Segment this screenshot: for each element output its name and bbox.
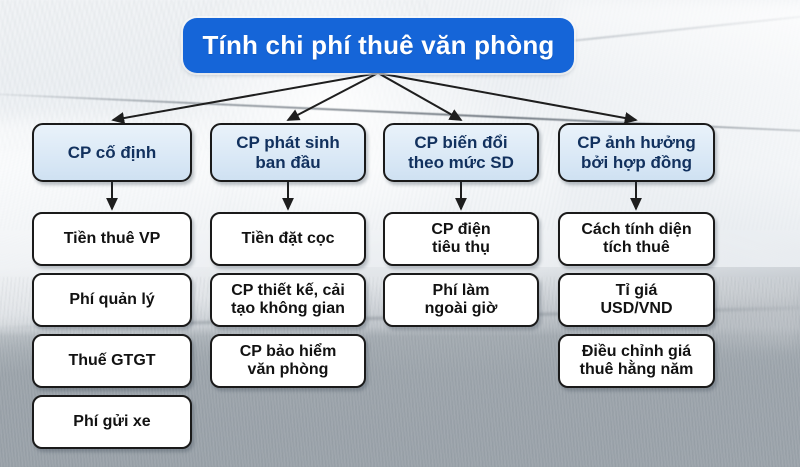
leaf-node-1-4[interactable]: Phí gửi xe [32, 395, 192, 449]
leaf-node-4-3[interactable]: Điều chỉnh giá thuê hằng năm [558, 334, 715, 388]
leaf-node-4-1[interactable]: Cách tính diện tích thuê [558, 212, 715, 266]
leaf-node-2-3[interactable]: CP bảo hiểm văn phòng [210, 334, 366, 388]
branch-node-1[interactable]: CP cố định [32, 123, 192, 182]
leaf-node-2-1[interactable]: Tiền đặt cọc [210, 212, 366, 266]
branch-node-3[interactable]: CP biến đổi theo mức SD [383, 123, 539, 182]
root-node[interactable]: Tính chi phí thuê văn phòng [183, 18, 574, 73]
leaf-node-1-3[interactable]: Thuế GTGT [32, 334, 192, 388]
leaf-node-4-2[interactable]: Tỉ giá USD/VND [558, 273, 715, 327]
leaf-node-2-2[interactable]: CP thiết kế, cải tạo không gian [210, 273, 366, 327]
leaf-node-1-1[interactable]: Tiền thuê VP [32, 212, 192, 266]
branch-node-4[interactable]: CP ảnh hưởng bởi hợp đồng [558, 123, 715, 182]
leaf-node-1-2[interactable]: Phí quản lý [32, 273, 192, 327]
branch-node-2[interactable]: CP phát sinh ban đầu [210, 123, 366, 182]
leaf-node-3-1[interactable]: CP điện tiêu thụ [383, 212, 539, 266]
leaf-node-3-2[interactable]: Phí làm ngoài giờ [383, 273, 539, 327]
